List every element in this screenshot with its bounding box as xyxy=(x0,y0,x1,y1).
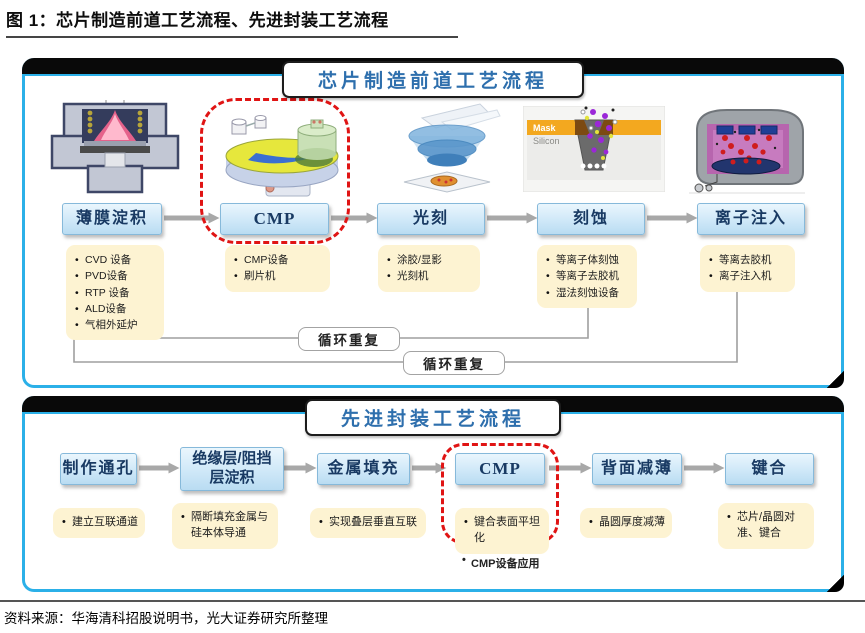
front-end-process-panel: 芯片制造前道工艺流程 xyxy=(22,58,844,388)
equipment-list-deposition: CVD 设备 PVD设备 RTP 设备 ALD设备 气相外延炉 xyxy=(66,245,164,341)
list-item: 等离去胶机 xyxy=(709,252,789,269)
list-item: RTP 设备 xyxy=(75,285,158,302)
equipment-list-etch: 等离子体刻蚀 等离子去胶机 湿法刻蚀设备 xyxy=(537,245,637,308)
list-item: 晶圆厚度减薄 xyxy=(589,515,666,531)
list-item: 实现叠层垂直互联 xyxy=(319,515,420,531)
step-photolithography: 光刻 xyxy=(377,203,485,235)
source-note: 资料来源：华海清科招股说明书，光大证券研究所整理 xyxy=(0,600,865,627)
front-end-section-title: 芯片制造前道工艺流程 xyxy=(281,61,585,98)
loop-repeat-label-2: 循环重复 xyxy=(403,351,505,375)
list-item: 建立互联通道 xyxy=(62,515,139,531)
cmp-polisher-icon xyxy=(225,115,339,197)
list-item: 涂胶/显影 xyxy=(387,252,474,269)
list-item: 等离子体刻蚀 xyxy=(546,252,631,269)
list-item: 等离子去胶机 xyxy=(546,268,631,285)
equipment-list-cmp: CMP设备 刷片机 xyxy=(225,245,330,292)
etching-diagram-icon: Mask Silicon xyxy=(523,106,665,192)
list-item: 光刻机 xyxy=(387,268,474,285)
note-cmp: 键合表面平坦化 xyxy=(455,508,549,554)
list-item: 键合表面平坦化 xyxy=(464,515,543,547)
note-bonding: 芯片/晶圆对准、键合 xyxy=(718,503,814,549)
panel-corner-accent xyxy=(826,574,844,592)
step-etching: 刻蚀 xyxy=(537,203,645,235)
list-item: 气相外延炉 xyxy=(75,317,158,334)
list-item: PVD设备 xyxy=(75,268,158,285)
list-item: ALD设备 xyxy=(75,301,158,318)
ion-implanter-icon xyxy=(689,109,805,194)
note-via-formation: 建立互联通道 xyxy=(53,508,145,538)
list-item: 离子注入机 xyxy=(709,268,789,285)
step-via-formation: 制作通孔 xyxy=(60,453,137,485)
step-bonding: 键合 xyxy=(725,453,814,485)
step-backside-thinning: 背面减薄 xyxy=(592,453,682,485)
lithography-icon xyxy=(403,103,501,193)
list-item: CVD 设备 xyxy=(75,252,158,269)
packaging-section-title: 先进封装工艺流程 xyxy=(304,399,562,436)
panel-corner-accent xyxy=(826,370,844,388)
note-thinning: 晶圆厚度减薄 xyxy=(580,508,672,538)
list-item: CMP设备 xyxy=(234,252,324,269)
list-item: 隔断填充金属与硅本体导通 xyxy=(181,510,272,542)
loop-repeat-label-1: 循环重复 xyxy=(298,327,400,351)
figure-title: 图 1：芯片制造前道工艺流程、先进封装工艺流程 xyxy=(6,6,458,38)
mask-label: Mask xyxy=(533,123,557,133)
cmp-highlight-outline xyxy=(200,98,350,244)
thin-film-deposition-chamber-icon xyxy=(50,100,180,194)
step-cmp: CMP xyxy=(455,453,545,485)
step-ion-implantation: 离子注入 xyxy=(697,203,805,235)
note-insulation: 隔断填充金属与硅本体导通 xyxy=(172,503,278,549)
equipment-list-implant: 等离去胶机 离子注入机 xyxy=(700,245,795,292)
step-thin-film-deposition: 薄膜淀积 xyxy=(62,203,162,235)
step-insulation-barrier-deposition: 绝缘层/阻挡层淀积 xyxy=(180,447,284,491)
equipment-list-litho: 涂胶/显影 光刻机 xyxy=(378,245,480,292)
list-item: 湿法刻蚀设备 xyxy=(546,285,631,302)
step-cmp: CMP xyxy=(220,203,329,235)
list-item: 刷片机 xyxy=(234,268,324,285)
note-metal-fill: 实现叠层垂直互联 xyxy=(310,508,426,538)
cmp-footnote: CMP设备应用 xyxy=(462,554,539,571)
advanced-packaging-panel: 先进封装工艺流程 制作通孔 绝缘层/阻挡层淀积 金属填充 CMP 背面减薄 键合… xyxy=(22,396,844,592)
silicon-label: Silicon xyxy=(533,136,560,146)
step-metal-fill: 金属填充 xyxy=(317,453,410,485)
list-item: 芯片/晶圆对准、键合 xyxy=(727,510,808,542)
